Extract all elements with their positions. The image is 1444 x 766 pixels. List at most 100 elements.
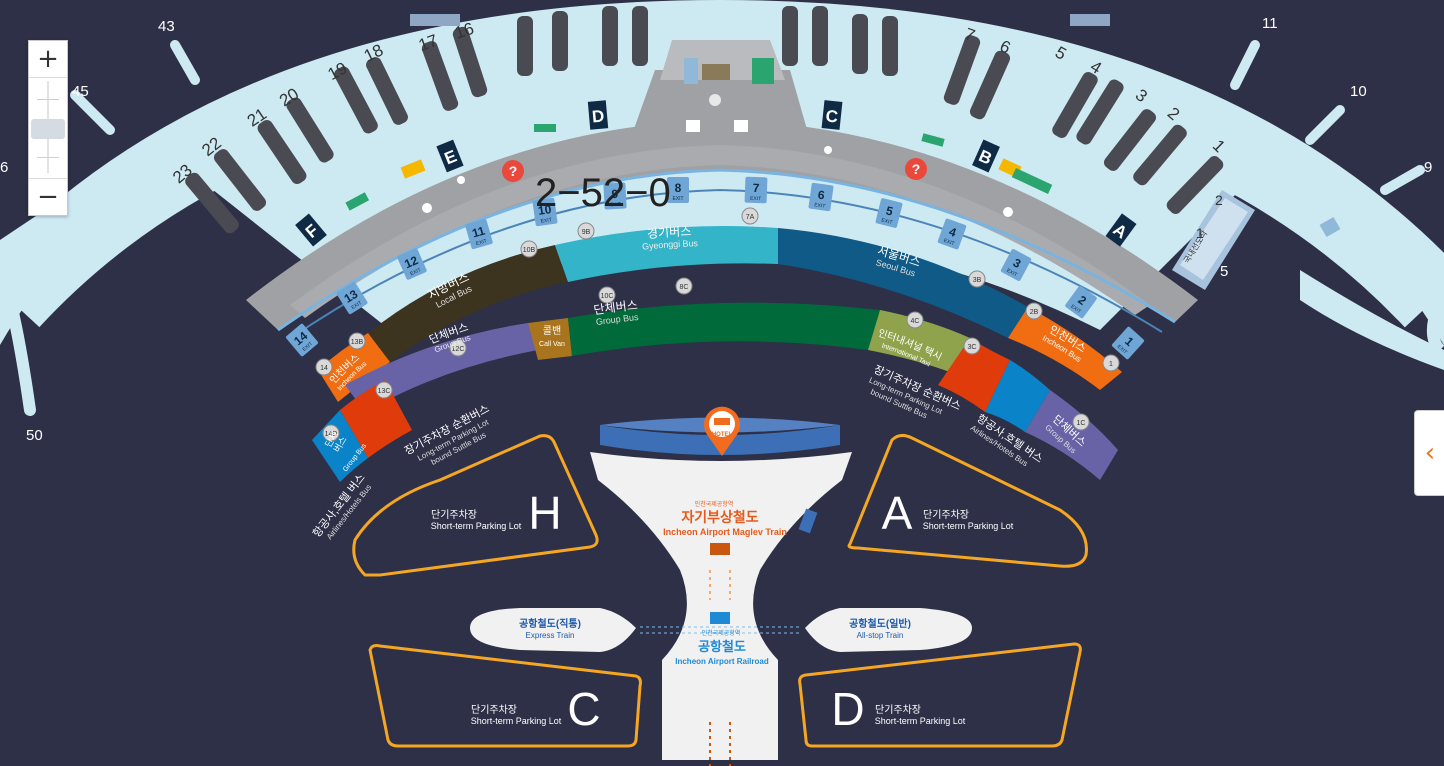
terminal-blue-block (684, 58, 698, 84)
jet-bridge (286, 97, 334, 163)
side-panel-toggle-button[interactable]: ‹ (1414, 410, 1444, 496)
airlines-bus-segment-right[interactable] (985, 360, 1050, 432)
bus-stop-badge[interactable]: 3B (968, 270, 986, 288)
exit-number: 4 (947, 224, 958, 240)
express-train-area[interactable] (470, 608, 636, 652)
parking-lot-c[interactable] (368, 644, 642, 748)
bus-stop-code: 7A (746, 214, 755, 221)
exit-label: EXIT (1005, 268, 1018, 279)
bus-stop-badge[interactable]: 12C (449, 339, 467, 357)
incheon-bus-segment-right[interactable] (1008, 307, 1122, 390)
bus-stop-code: 13B (351, 339, 364, 346)
zoom-out-button[interactable]: − (29, 178, 67, 215)
bus-stop-code: 9B (582, 229, 591, 236)
terminal-edge-block (410, 14, 460, 26)
parking-d-label-en: Short-term Parking Lot (875, 716, 966, 726)
bus-stop-badge[interactable]: 8C (675, 277, 693, 295)
hotel-marker[interactable]: HOTEL (704, 406, 740, 456)
far-pier-10 (1305, 105, 1345, 145)
remote-stand-block (1319, 216, 1341, 238)
international-taxi-segment[interactable] (868, 310, 970, 372)
group-bus-segment-right[interactable] (1025, 390, 1118, 480)
exit-label: EXIT (1116, 344, 1128, 356)
bus-stop-badge[interactable]: 1C (1072, 413, 1090, 431)
terminal-edge-block-2 (1070, 14, 1110, 26)
incheon-bus-segment-left[interactable] (318, 333, 390, 402)
terminal-dome (709, 94, 721, 106)
allstop-train-area[interactable] (805, 608, 972, 652)
zoom-in-button[interactable]: + (29, 41, 67, 78)
gyeonggi-bus-label-en: Gyeonggi Bus (642, 238, 699, 252)
bus-stop-badge[interactable]: 10C (598, 286, 616, 304)
exit-label: EXIT (881, 217, 893, 226)
parking-lot-h[interactable] (352, 434, 599, 577)
bus-stop-badge[interactable]: 10B (520, 240, 538, 258)
gyeonggi-bus-segment[interactable] (555, 226, 778, 282)
parking-lot-d[interactable] (798, 642, 1082, 748)
exit-label: EXIT (302, 341, 314, 353)
longterm-shuttle-segment-right[interactable] (938, 338, 1010, 412)
zone-marker[interactable]: A (1105, 213, 1137, 247)
bus-stop-badge[interactable]: 14 (315, 358, 333, 376)
bus-stop-badge[interactable]: 14D (322, 424, 340, 442)
jet-bridge (334, 66, 378, 134)
bus-stop-badge[interactable]: 1 (1102, 354, 1120, 372)
zoom-tick (37, 99, 59, 100)
bus-stop-badge[interactable]: 13C (375, 381, 393, 399)
terminal-dot-2 (422, 203, 432, 213)
parking-a-label-ko: 단기주차장 (923, 509, 969, 521)
zone-marker[interactable]: C (821, 100, 843, 130)
zone-marker[interactable]: B (972, 139, 1000, 173)
bus-stop-badge[interactable]: 9B (577, 222, 595, 240)
bus-stop-badge[interactable]: 13B (348, 332, 366, 350)
jet-bridge (782, 6, 798, 66)
zone-marker[interactable]: F (295, 213, 327, 247)
gate-label-45: 45 (72, 83, 89, 100)
local-bus-segment[interactable] (368, 245, 568, 362)
info-icon-right[interactable]: ? (905, 158, 927, 180)
express-train-label-en: Express Train (526, 631, 575, 640)
zone-marker[interactable]: E (436, 139, 464, 173)
info-icon-left[interactable]: ? (502, 160, 524, 182)
group-bus-segment-center[interactable] (568, 302, 880, 356)
terminal-inner-roof (290, 145, 1150, 318)
call-van-segment[interactable] (528, 318, 572, 360)
bus-stop-badge[interactable]: 3C (963, 337, 981, 355)
seoul-bus-segment[interactable] (778, 228, 1028, 338)
exit-number: 11 (470, 224, 486, 241)
hotel-label: HOTEL (712, 432, 733, 438)
jet-bridge (632, 6, 648, 66)
group-bus-segment-left[interactable] (345, 323, 538, 412)
gate-label-11: 11 (1262, 15, 1278, 32)
zone-marker[interactable]: D (587, 100, 609, 130)
bus-stop-badge[interactable]: 4C (906, 311, 924, 329)
bus-stop-badge[interactable]: 7A (741, 207, 759, 225)
zoom-slider-handle[interactable] (31, 119, 65, 139)
parking-a-letter: A (882, 487, 913, 539)
gate-label-50: 50 (26, 427, 43, 444)
longterm-shuttle-segment-left[interactable] (340, 380, 412, 458)
exit-label: EXIT (409, 267, 422, 277)
exit-label: EXIT (475, 238, 487, 247)
bus-stop-code: 12C (452, 346, 465, 353)
jet-bridge (1166, 156, 1224, 214)
jet-bridge (213, 149, 267, 211)
parking-lot-a[interactable] (847, 433, 1088, 568)
domestic-number-2: 2 (1215, 192, 1223, 208)
bus-stop-badge[interactable]: 2B (1025, 302, 1043, 320)
